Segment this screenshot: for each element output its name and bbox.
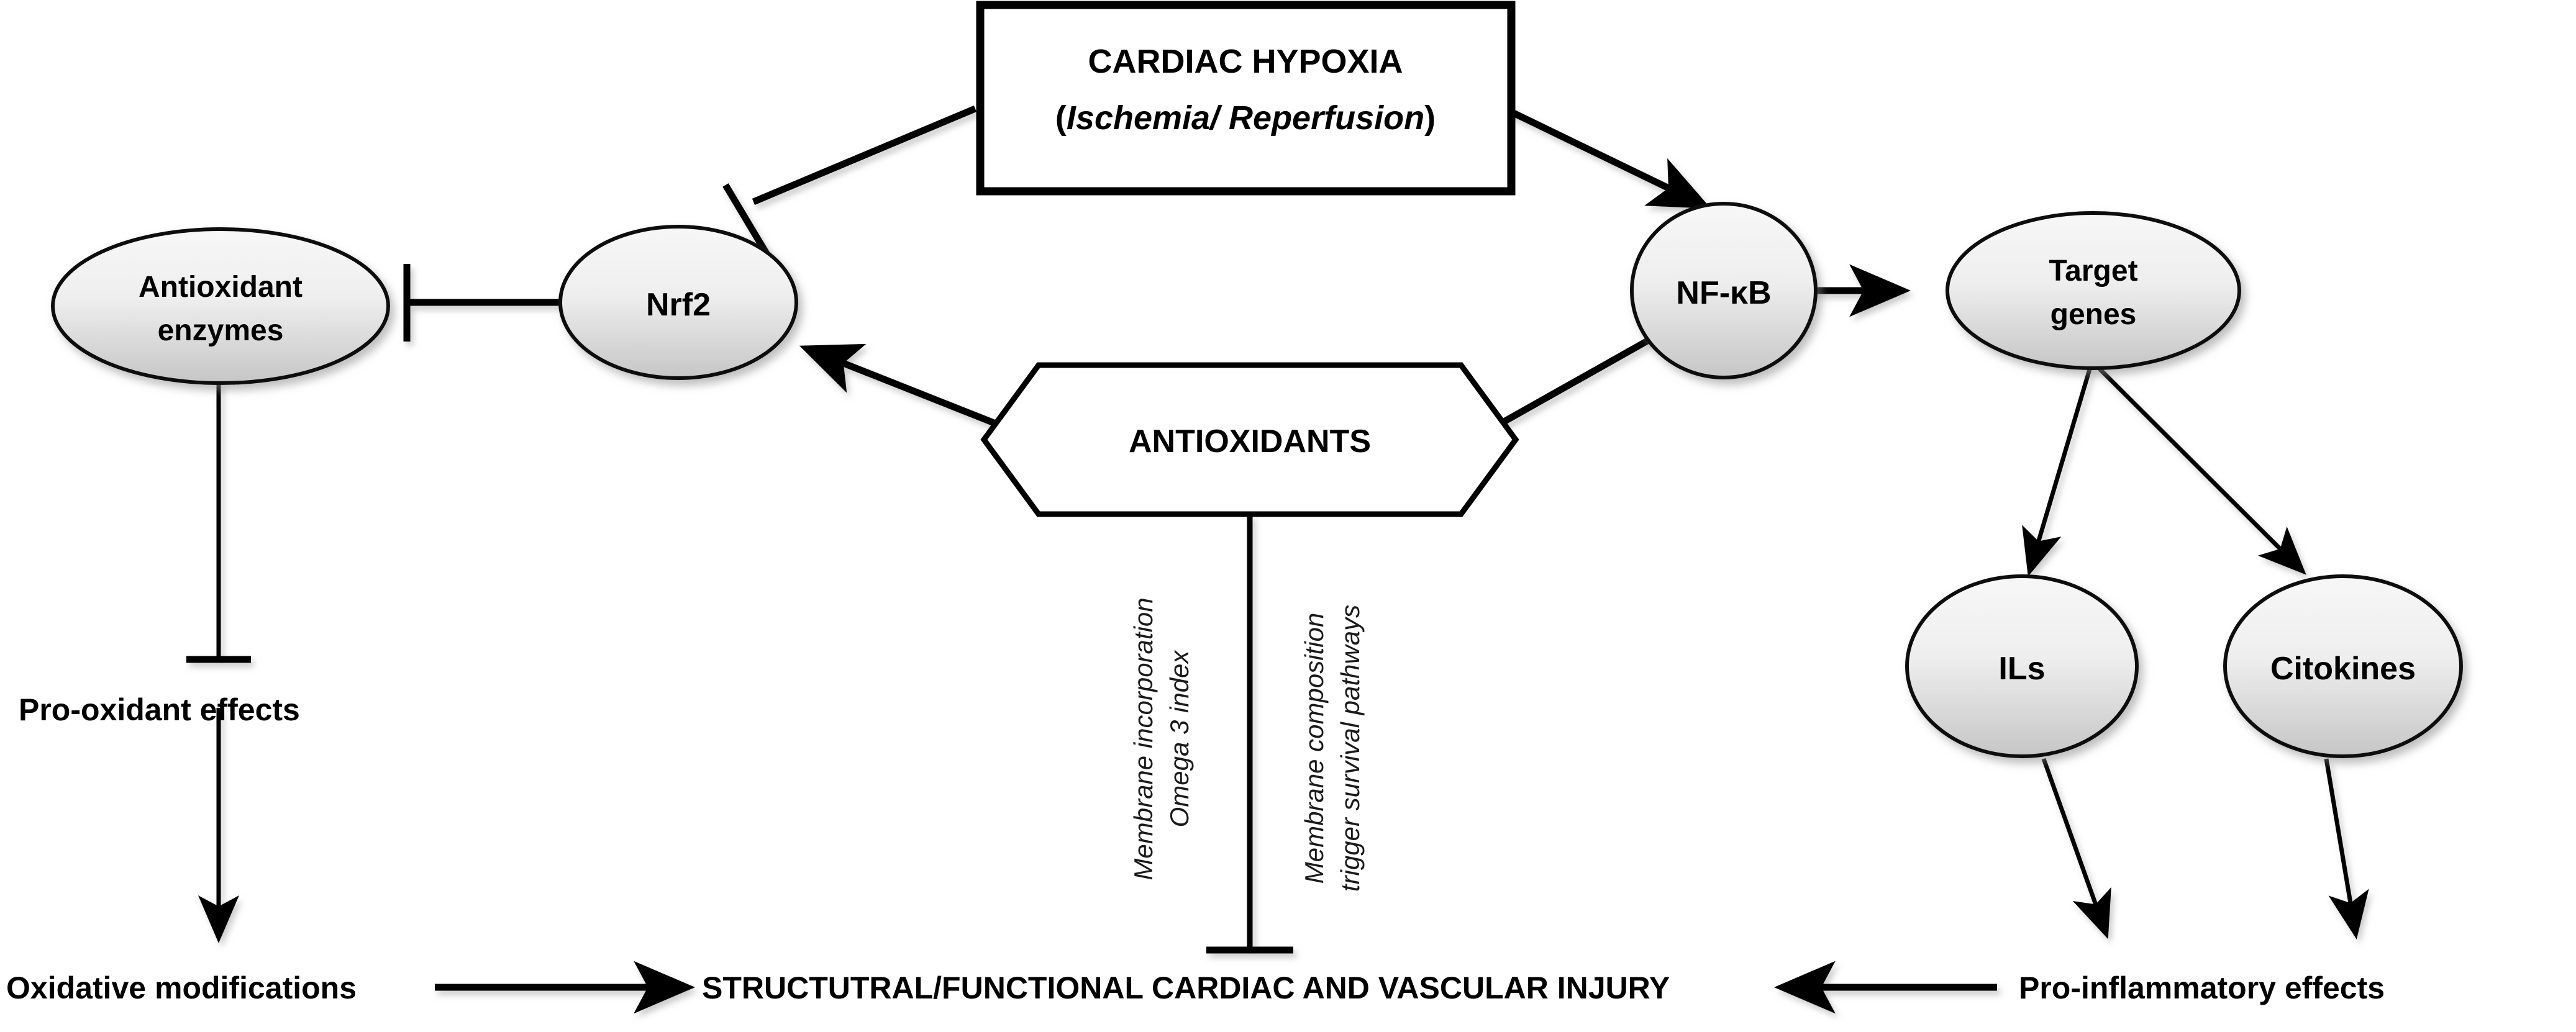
cardiac-hypoxia-paren-open: ( — [1055, 99, 1067, 137]
annotation-left-note: Membrane incorporation Omega 3 index — [1129, 597, 1194, 880]
edge-citokines-to-pro-inflammatory — [2324, 758, 2369, 939]
annotation-left-note-line2: Omega 3 index — [1165, 650, 1194, 828]
edge-layer — [186, 105, 2369, 1014]
citokines-label: Citokines — [2270, 651, 2416, 687]
node-antioxidants[interactable]: ANTIOXIDANTS — [980, 362, 1519, 517]
antioxidant-enzymes-label-line1: Antioxidant — [139, 271, 303, 304]
citokines-ellipse[interactable] — [2223, 574, 2463, 758]
node-ils[interactable]: ILs — [1905, 574, 2139, 758]
target-genes-ellipse[interactable] — [1946, 211, 2241, 370]
antioxidant-enzymes-label-line2: enzymes — [158, 314, 284, 347]
target-genes-label-line2: genes — [2050, 298, 2137, 331]
annotation-right-note: Membrane composition trigger survival pa… — [1299, 605, 1365, 892]
cardiac-hypoxia-box[interactable] — [976, 1, 1516, 196]
cardiac-hypoxia-italic: Ischemia/ Reperfusion — [1067, 99, 1424, 137]
antioxidants-label: ANTIOXIDANTS — [1129, 423, 1371, 459]
cardiac-hypoxia-title: CARDIAC HYPOXIA — [1088, 43, 1403, 80]
node-nfkb[interactable]: NF-κB — [1630, 202, 1818, 379]
text-node-injury: STRUCTUTRAL/FUNCTIONAL CARDIAC AND VASCU… — [702, 971, 1670, 1005]
node-target-genes[interactable]: Target genes — [1946, 211, 2241, 370]
text-node-oxidative-modifications: Oxidative modifications — [6, 971, 357, 1005]
nfkb-label: NF-κB — [1676, 275, 1771, 311]
ils-ellipse[interactable] — [1905, 574, 2139, 758]
edge-hypoxia-activates-nfkb — [1503, 106, 1711, 209]
edge-antioxidants-activates-nrf2 — [799, 343, 1026, 438]
node-cardiac-hypoxia[interactable]: CARDIAC HYPOXIA (Ischemia/ Reperfusion) — [976, 1, 1516, 196]
edge-hypoxia-inhibits-nrf2 — [722, 105, 977, 260]
edge-antioxidant-enzymes-inhibits-pro-oxidant — [186, 382, 251, 663]
text-node-pro-inflammatory-effects: Pro-inflammatory effects — [2019, 971, 2385, 1005]
node-nrf2[interactable]: Nrf2 — [558, 225, 798, 380]
annotation-right-note-line2: trigger survival pathways — [1336, 605, 1365, 892]
antioxidants-hexagon[interactable] — [980, 362, 1519, 517]
node-antioxidant-enzymes[interactable]: Antioxidant enzymes — [51, 227, 390, 385]
cardiac-hypoxia-paren-close: ) — [1424, 99, 1436, 137]
edge-antioxidants-inhibits-injury — [1206, 514, 1293, 954]
cardiac-hypoxia-subtitle: (Ischemia/ Reperfusion) — [1055, 99, 1436, 137]
nrf2-label: Nrf2 — [646, 287, 711, 323]
edge-target-genes-activates-citokines — [2094, 363, 2306, 575]
edge-ils-to-pro-inflammatory — [2041, 758, 2111, 939]
antioxidant-enzymes-ellipse[interactable] — [51, 227, 390, 385]
nrf2-ellipse[interactable] — [558, 225, 798, 380]
nfkb-ellipse[interactable] — [1630, 202, 1818, 379]
edge-nrf2-inhibits-antioxidant-enzymes — [403, 264, 562, 342]
target-genes-label-line1: Target — [2049, 255, 2137, 287]
edge-target-genes-activates-ils — [2022, 364, 2093, 577]
annotation-right-note-line1: Membrane composition — [1299, 613, 1329, 884]
text-node-pro-oxidant-effects: Pro-oxidant effects — [19, 692, 300, 727]
ils-label: ILs — [1998, 651, 2045, 687]
annotation-left-note-line1: Membrane incorporation — [1129, 597, 1158, 880]
node-citokines[interactable]: Citokines — [2223, 574, 2463, 758]
